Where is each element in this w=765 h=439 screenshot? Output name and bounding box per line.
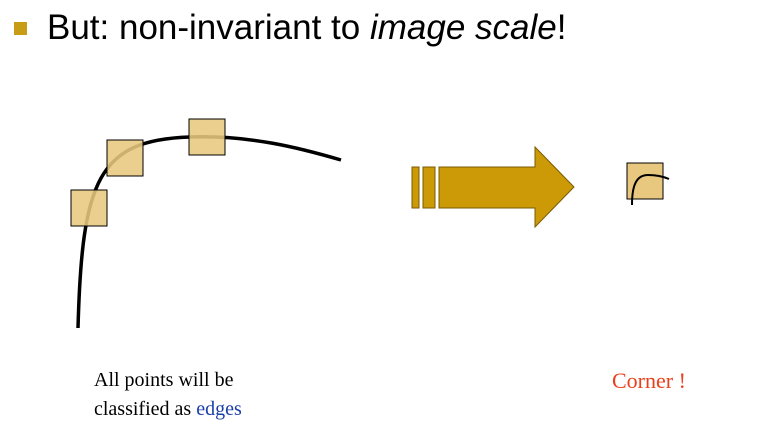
right-arrow-icon [411,145,575,229]
edges-caption-line1: All points will be [94,369,234,391]
window-square-top [188,118,226,156]
edges-caption-line2: classified as edges [94,395,242,424]
edges-caption: All points will be classified as edges [94,366,242,424]
title-prefix: But: non-invariant to [47,8,370,47]
slide-title: But: non-invariant to image scale! [47,8,566,48]
edges-highlight: edges [196,398,242,420]
edges-caption-prefix: classified as [94,398,197,420]
small-curve [631,173,670,206]
corner-caption: Corner ! [612,368,686,393]
window-square-left [70,189,108,227]
heading-row: But: non-invariant to image scale! [14,6,566,50]
title-emphasis: image scale [369,8,557,47]
bullet-square-icon [14,21,27,35]
window-square-middle [106,139,144,177]
title-suffix: ! [556,8,567,47]
large-curve [76,135,342,329]
